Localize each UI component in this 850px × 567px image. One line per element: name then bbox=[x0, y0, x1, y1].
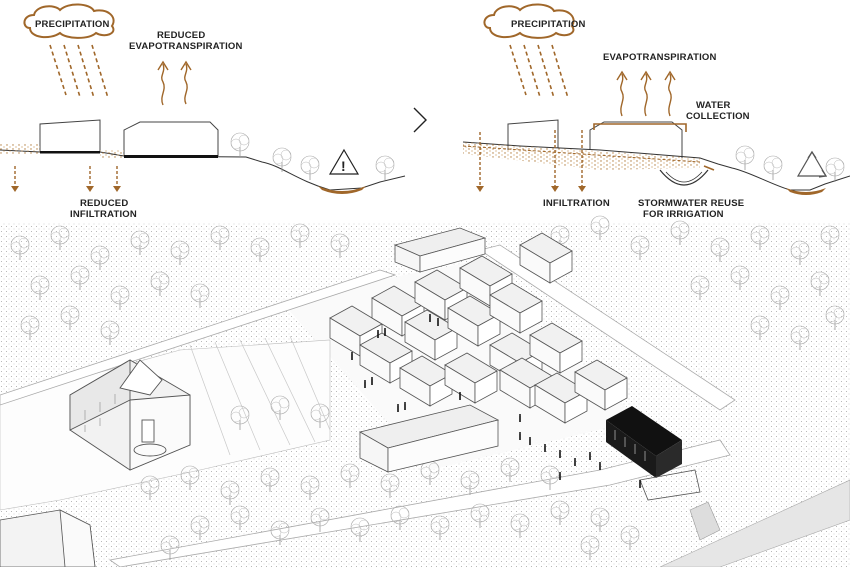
person bbox=[519, 414, 521, 422]
right-building-large bbox=[589, 121, 683, 158]
recycle-icon bbox=[796, 150, 828, 178]
reuse-arc bbox=[659, 169, 709, 186]
left-building-large bbox=[123, 121, 219, 156]
site-house bbox=[489, 282, 543, 334]
site-house bbox=[404, 309, 458, 361]
person bbox=[559, 472, 561, 480]
left-evapo-line1: REDUCED bbox=[157, 30, 205, 41]
person bbox=[384, 328, 386, 336]
right-road bbox=[479, 244, 736, 411]
cloud-right bbox=[483, 3, 575, 39]
left-rain-arrows bbox=[49, 44, 109, 99]
person bbox=[544, 444, 546, 452]
right-infiltration-label: INFILTRATION bbox=[543, 198, 610, 209]
lower-road bbox=[108, 439, 731, 567]
chevron-right-icon bbox=[413, 107, 427, 133]
person bbox=[377, 330, 379, 338]
left-infiltration-arrows bbox=[11, 166, 121, 192]
person bbox=[589, 452, 591, 460]
person bbox=[519, 432, 521, 440]
right-precipitation-label: PRECIPITATION bbox=[511, 19, 586, 30]
left-infiltration-line2: INFILTRATION bbox=[70, 209, 137, 220]
site-house bbox=[534, 372, 588, 424]
person bbox=[429, 314, 431, 322]
site-buildings bbox=[329, 232, 628, 424]
right-evapotranspiration-label: EVAPOTRANSPIRATION bbox=[603, 52, 717, 63]
site-house bbox=[574, 359, 628, 411]
left-evapo-line2: EVAPOTRANSPIRATION bbox=[129, 41, 243, 52]
top-building bbox=[393, 227, 487, 273]
warning-icon: ! bbox=[328, 148, 360, 175]
person bbox=[529, 437, 531, 445]
left-precipitation-label: PRECIPITATION bbox=[35, 19, 110, 30]
main-road bbox=[0, 269, 397, 406]
river bbox=[659, 479, 850, 567]
left-building-small bbox=[39, 119, 101, 152]
site-house bbox=[447, 295, 501, 347]
person bbox=[574, 458, 576, 466]
person bbox=[371, 377, 373, 385]
highlighted-building bbox=[606, 406, 701, 501]
cloud-left bbox=[23, 3, 115, 39]
water-collection-line1: WATER bbox=[696, 100, 731, 111]
left-pond bbox=[318, 186, 366, 194]
water-collection-line2: COLLECTION bbox=[686, 111, 750, 122]
person bbox=[364, 380, 366, 388]
person bbox=[397, 404, 399, 412]
left-evapo-arrows bbox=[157, 60, 192, 106]
church-building bbox=[69, 359, 191, 471]
person bbox=[639, 480, 641, 488]
site-house bbox=[519, 232, 573, 284]
person bbox=[459, 392, 461, 400]
left-panel: PRECIPITATION REDUCED EVAPOTRANSPIRATION bbox=[0, 3, 406, 220]
water-collection-arrow bbox=[593, 123, 687, 132]
site-house bbox=[444, 352, 498, 404]
right-panel: PRECIPITATION EVAPOTRANSPIRATION WATER C… bbox=[462, 3, 850, 220]
person bbox=[559, 450, 561, 458]
left-infiltration-line1: REDUCED bbox=[80, 198, 128, 209]
svg-text:!: ! bbox=[341, 158, 346, 174]
right-evapo-arrows bbox=[616, 70, 676, 117]
site-house bbox=[529, 322, 583, 374]
right-infiltration-arrows bbox=[476, 130, 586, 192]
person bbox=[404, 402, 406, 410]
stormwater-reuse-line1: STORMWATER REUSE bbox=[638, 198, 744, 209]
stormwater-reuse-line2: FOR IRRIGATION bbox=[643, 209, 724, 220]
right-rain-arrows bbox=[509, 44, 569, 99]
right-building-small bbox=[507, 119, 559, 150]
person bbox=[351, 352, 353, 360]
person bbox=[437, 318, 439, 326]
person bbox=[599, 462, 601, 470]
long-building bbox=[358, 404, 500, 473]
right-pond bbox=[786, 188, 826, 195]
lower-left-building bbox=[0, 509, 96, 567]
